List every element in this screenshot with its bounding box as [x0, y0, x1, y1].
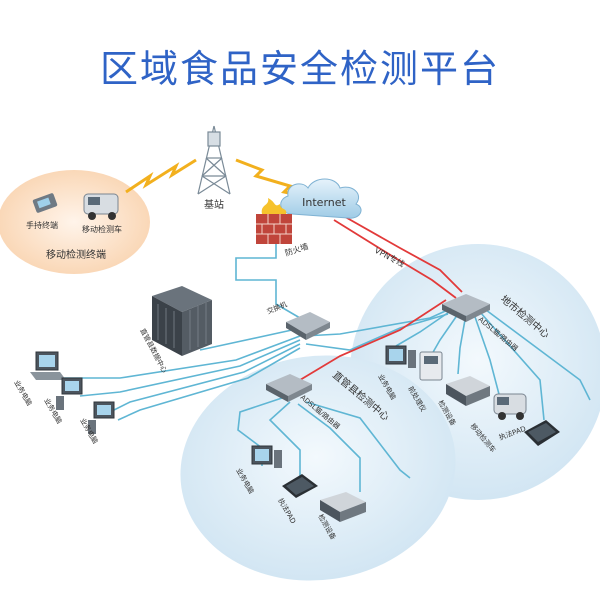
- internet-cloud-icon: [280, 178, 362, 219]
- internet-label: Internet: [302, 196, 346, 209]
- business-pc-3-icon: [88, 401, 115, 434]
- city-pc-icon: [385, 345, 416, 368]
- city-router-icon: [442, 294, 490, 322]
- city-vehicle-icon: [493, 393, 527, 420]
- county-pc-icon: [251, 445, 282, 468]
- mobile-vehicle-label: 移动检测车: [82, 224, 122, 234]
- business-pc-2-icon: [56, 377, 83, 410]
- business-pc-1-label: 业务电脑: [12, 379, 34, 408]
- county-pad-icon: [282, 474, 318, 498]
- city-device-icon: [446, 376, 490, 406]
- county-router-icon: [266, 374, 312, 402]
- mobile-group-label: 移动检测终端: [46, 248, 106, 261]
- county-device-icon: [320, 492, 366, 522]
- handheld-label: 手持终端: [26, 220, 58, 230]
- base-station-tower-icon: [197, 125, 231, 195]
- base-station-label: 基站: [204, 198, 224, 211]
- mobile-vehicle-icon: [83, 193, 119, 220]
- blue-links: [50, 240, 591, 492]
- vpn-links: [299, 213, 463, 381]
- county-center-region: [180, 355, 456, 581]
- page-title: 区域食品安全检测平台: [99, 47, 500, 91]
- business-pc-1-icon: [30, 351, 66, 380]
- data-center-server-icon: [152, 286, 212, 356]
- city-pad-icon: [524, 420, 560, 446]
- handheld-terminal-icon: [32, 193, 58, 213]
- wireless-link-left: [125, 158, 197, 194]
- switch-icon: [286, 312, 330, 340]
- firewall-icon: [256, 198, 292, 244]
- city-pretreat-icon: [419, 351, 443, 381]
